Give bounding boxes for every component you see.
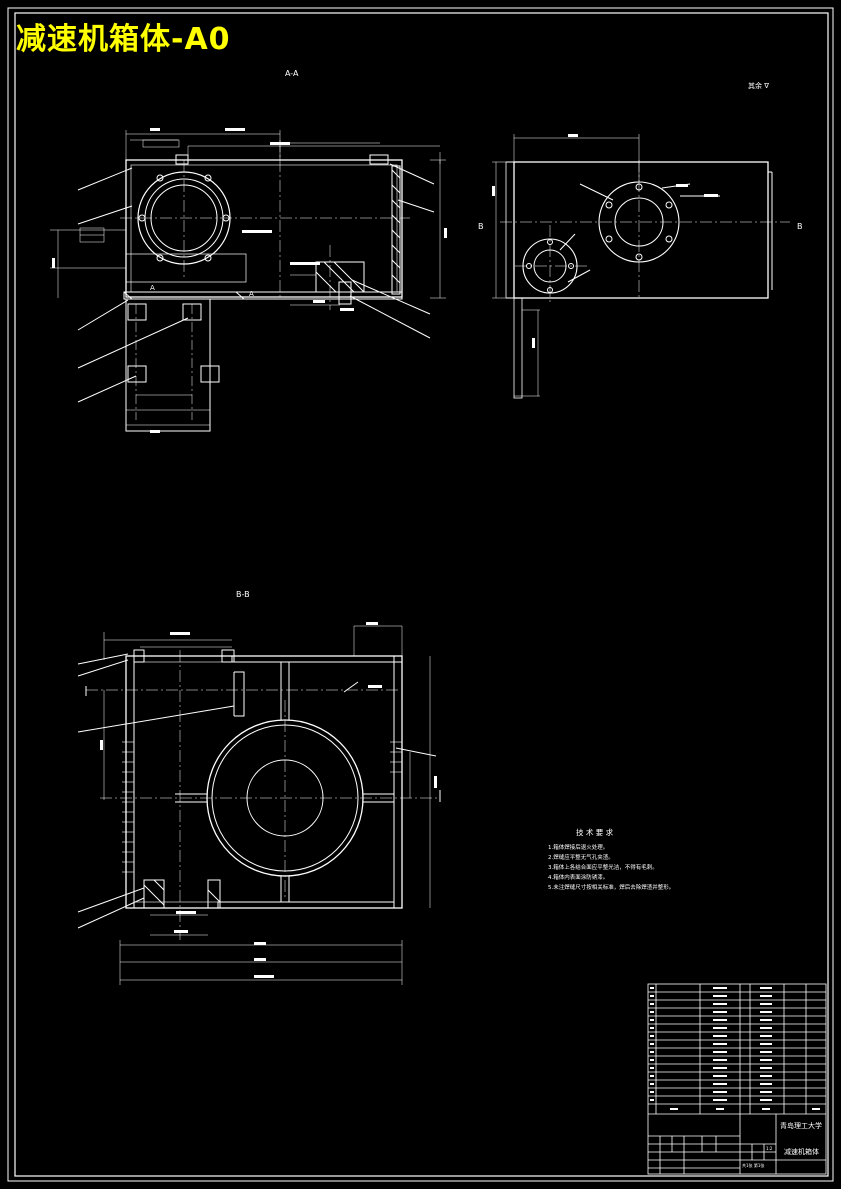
title-block-scale: 1:2 — [766, 1146, 773, 1151]
title-block-drawing-name: 减速机箱体 — [784, 1147, 819, 1156]
inner-border — [14, 12, 829, 1177]
section-bb-label: B-B — [236, 590, 250, 599]
tech-requirements-heading: 技 术 要 求 — [576, 827, 614, 837]
view-label-b-right: B — [797, 222, 803, 231]
side-view — [492, 134, 790, 399]
title-block-organization: 青岛理工大学 — [780, 1121, 822, 1130]
tech-requirement-item: 1.箱体焊接后退火处理。 — [548, 843, 608, 851]
section-aa-label: A-A — [285, 69, 299, 78]
roughness-note: 其余 ∇ — [748, 81, 769, 90]
section-marker-a-top: A — [150, 284, 155, 292]
section-bb-view — [77, 622, 441, 985]
tech-requirement-item: 4.箱体内表面涂防锈漆。 — [548, 873, 608, 881]
section-marker-a-bottom: A — [249, 290, 254, 298]
tech-requirement-item: 2.焊缝应平整无气孔夹渣。 — [548, 853, 614, 861]
outer-border — [7, 7, 834, 1182]
section-aa-view — [50, 128, 447, 433]
view-label-b-left: B — [478, 222, 484, 231]
tech-requirement-item: 3.箱体上各结合面应平整光洁，不得有毛刺。 — [548, 863, 658, 871]
title-block-sheet: 共1张 第1张 — [742, 1162, 764, 1168]
tech-requirement-item: 5.未注焊缝尺寸按相关标准，焊后去除焊渣并整形。 — [548, 883, 674, 891]
title-block — [647, 983, 827, 1175]
drawing-title: 减速机箱体-A0 — [16, 22, 231, 57]
